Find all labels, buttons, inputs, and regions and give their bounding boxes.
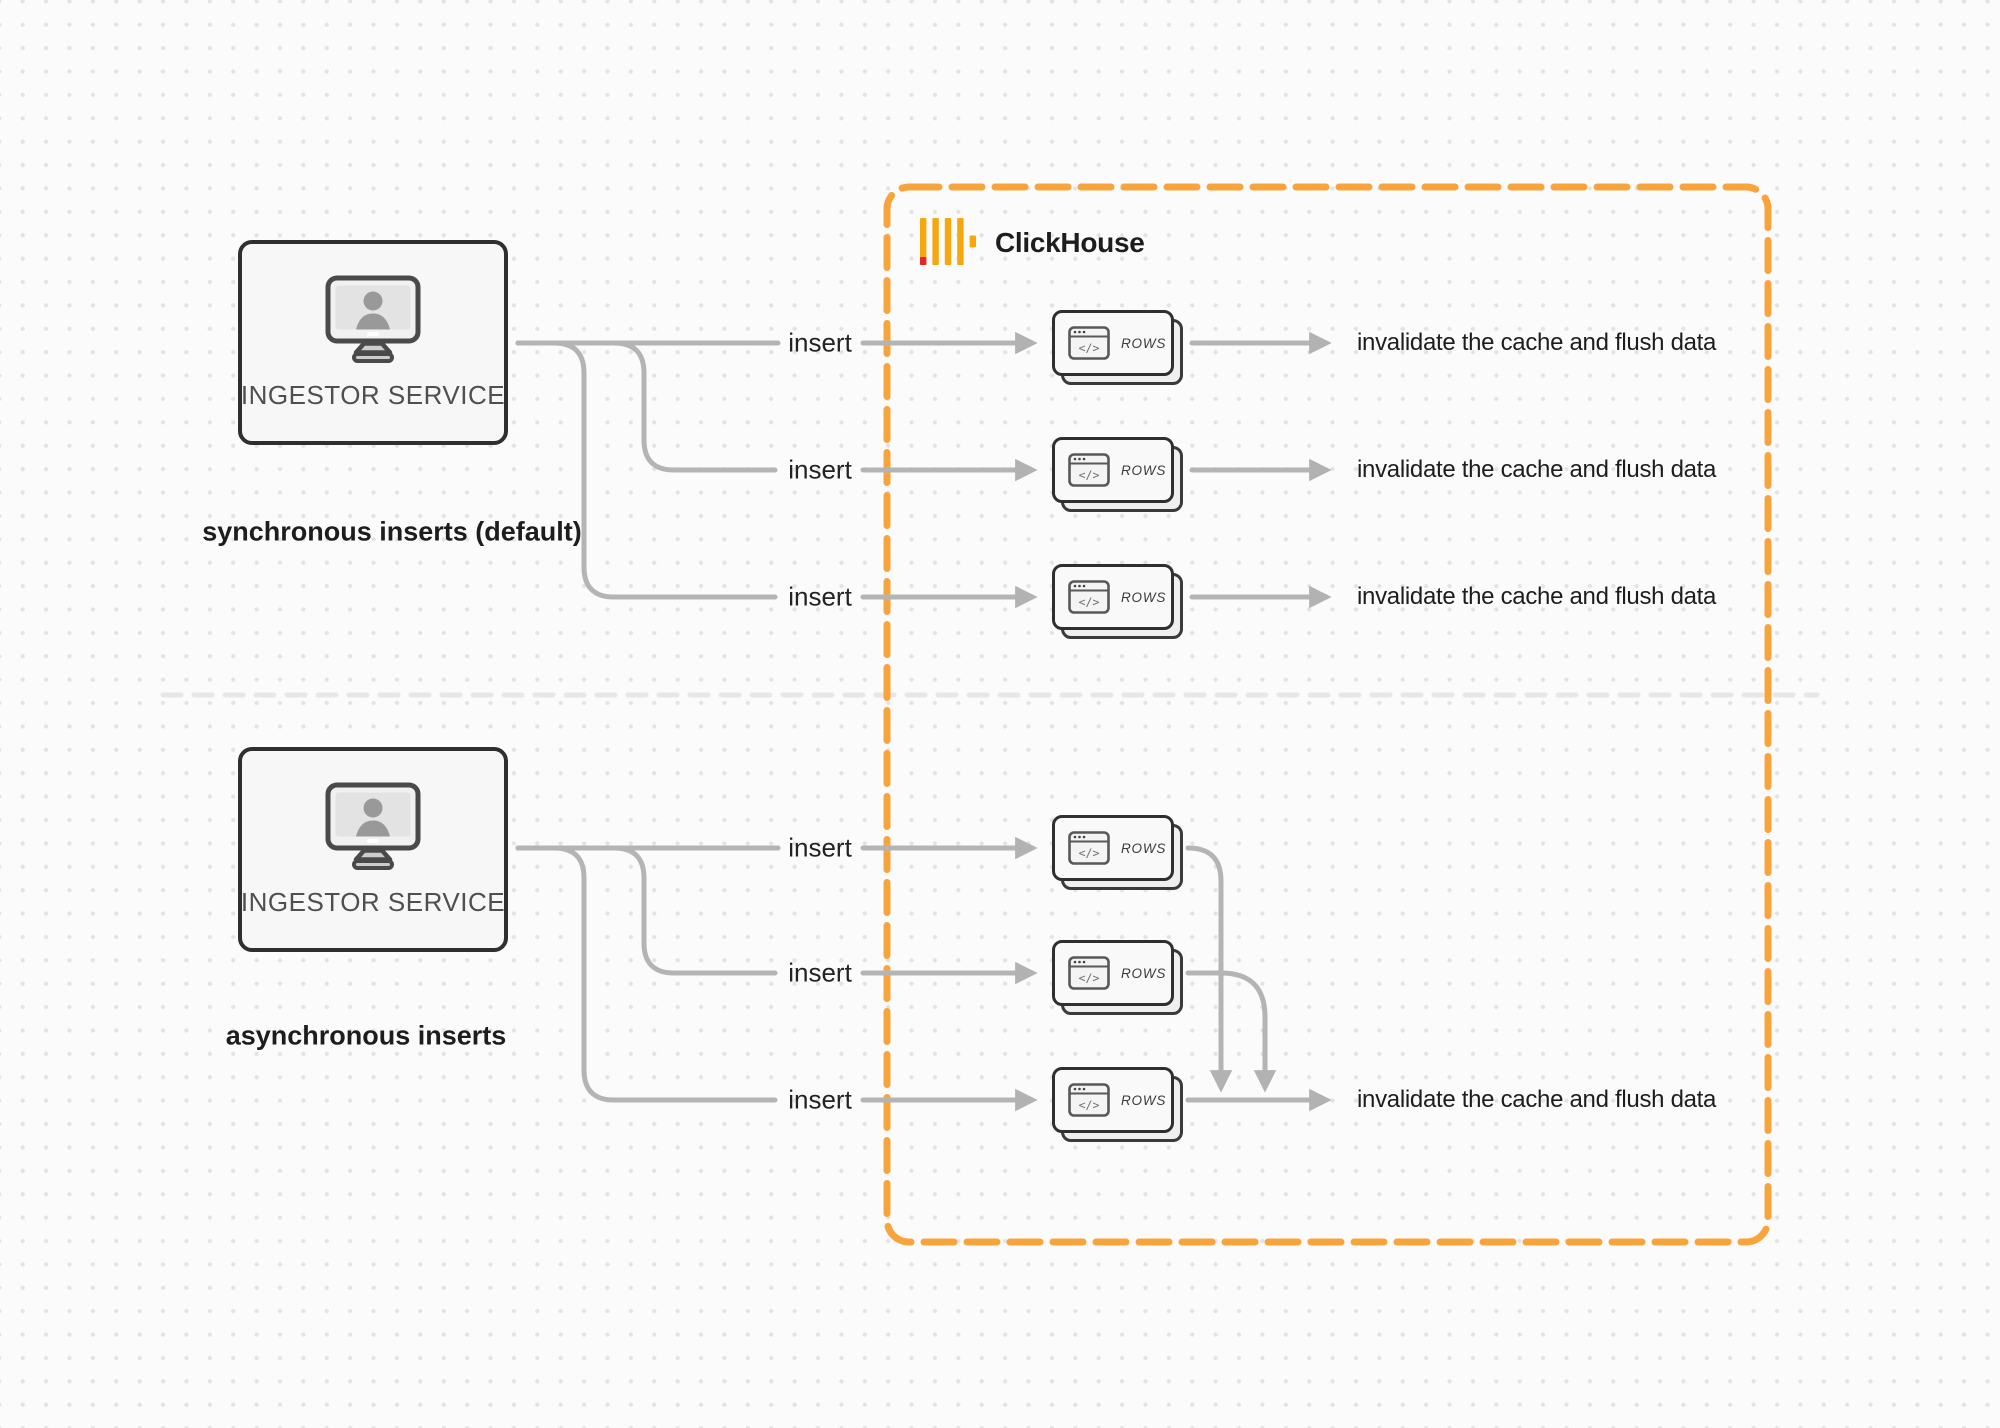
async-rows-card-3: </> ROWS <box>1052 1067 1186 1145</box>
sync-insert-label-1: insert <box>788 327 852 358</box>
sync-branch-line-3 <box>515 340 778 600</box>
async-merge-arrow-1 <box>1185 845 1233 1093</box>
rows-card-front: </> ROWS <box>1052 815 1174 881</box>
rows-card-label: ROWS <box>1121 965 1167 981</box>
sync-rows-card-3: </> ROWS <box>1052 564 1186 642</box>
code-window-icon: </> <box>1068 326 1110 360</box>
svg-text:</>: </> <box>1079 341 1100 355</box>
svg-text:</>: </> <box>1079 846 1100 860</box>
async-ingestor-service-box: INGESTOR SERVICE <box>238 747 508 952</box>
sync-insert-label-3: insert <box>788 581 852 612</box>
async-rows-card-1: </> ROWS <box>1052 815 1186 893</box>
sync-insert-label-2: insert <box>788 454 852 485</box>
rows-card-label: ROWS <box>1121 840 1167 856</box>
clickhouse-logo: ClickHouse <box>920 216 1145 269</box>
monitor-user-icon <box>325 782 421 870</box>
svg-text:</>: </> <box>1079 595 1100 609</box>
async-insert-label-1: insert <box>788 832 852 863</box>
async-branch-line-3 <box>515 845 778 1103</box>
sync-result-label-1: invalidate the cache and flush data <box>1357 329 1717 356</box>
monitor-user-icon <box>325 275 421 363</box>
async-insert-label-3: insert <box>788 1084 852 1115</box>
rows-card-front: </> ROWS <box>1052 437 1174 503</box>
rows-card-label: ROWS <box>1121 589 1167 605</box>
rows-card-front: </> ROWS <box>1052 1067 1174 1133</box>
rows-card-label: ROWS <box>1121 335 1167 351</box>
code-window-icon: </> <box>1068 956 1110 990</box>
rows-card-label: ROWS <box>1121 1092 1167 1108</box>
rows-card-front: </> ROWS <box>1052 940 1174 1006</box>
rows-card-front: </> ROWS <box>1052 310 1174 376</box>
svg-text:</>: </> <box>1079 971 1100 985</box>
code-window-icon: </> <box>1068 453 1110 487</box>
async-merge-arrow-2 <box>1185 970 1277 1093</box>
sync-result-label-3: invalidate the cache and flush data <box>1357 583 1717 610</box>
rows-card-label: ROWS <box>1121 462 1167 478</box>
sync-rows-card-1: </> ROWS <box>1052 310 1186 388</box>
code-window-icon: </> <box>1068 831 1110 865</box>
code-window-icon: </> <box>1068 1083 1110 1117</box>
async-caption: asynchronous inserts <box>225 1020 507 1051</box>
async-branch-line-2 <box>515 845 778 976</box>
async-insert-label-2: insert <box>788 957 852 988</box>
async-ingestor-label: INGESTOR SERVICE <box>240 887 506 917</box>
clickhouse-boundary-box <box>883 183 1772 1246</box>
sync-ingestor-service-box: INGESTOR SERVICE <box>238 240 508 445</box>
sync-caption: synchronous inserts (default) <box>202 516 582 547</box>
clickhouse-logo-icon <box>920 218 976 265</box>
async-rows-card-2: </> ROWS <box>1052 940 1186 1018</box>
clickhouse-wordmark: ClickHouse <box>995 226 1145 258</box>
svg-text:</>: </> <box>1079 1098 1100 1112</box>
code-window-icon: </> <box>1068 580 1110 614</box>
sync-ingestor-label: INGESTOR SERVICE <box>240 380 506 410</box>
sync-result-label-2: invalidate the cache and flush data <box>1357 456 1717 483</box>
sync-branch-line-2 <box>515 340 778 473</box>
sync-rows-card-2: </> ROWS <box>1052 437 1186 515</box>
rows-card-front: </> ROWS <box>1052 564 1174 630</box>
async-result-label: invalidate the cache and flush data <box>1357 1086 1717 1113</box>
svg-text:</>: </> <box>1079 468 1100 482</box>
